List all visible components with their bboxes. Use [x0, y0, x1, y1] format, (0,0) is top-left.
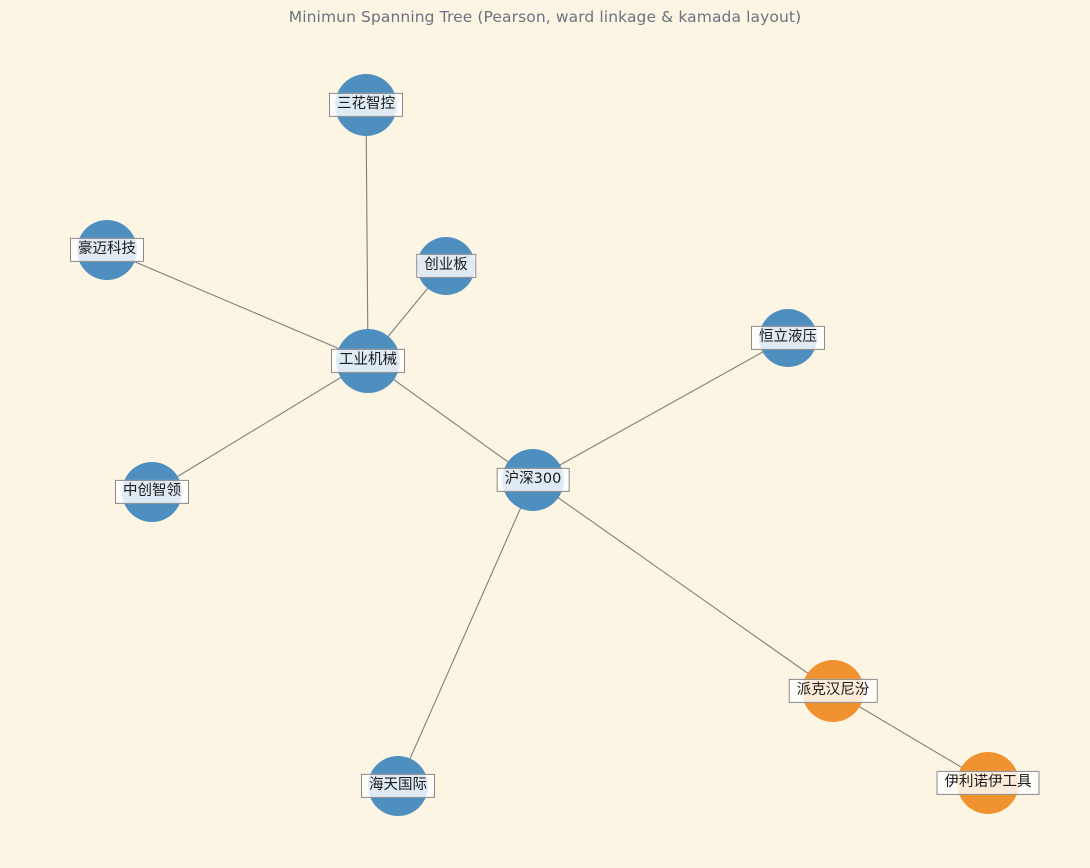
graph-edge: [532, 337, 789, 481]
graph-edge: [532, 479, 834, 692]
graph-node-label: 工业机械: [331, 348, 405, 374]
graph-node-label: 派克汉尼汾: [788, 678, 878, 704]
graph-edge: [397, 479, 534, 787]
graph-node-label: 豪迈科技: [70, 237, 144, 263]
graph-edge: [365, 104, 369, 362]
chart-title: Minimun Spanning Tree (Pearson, ward lin…: [288, 8, 802, 26]
graph-edge: [106, 249, 369, 362]
graph-nodes-layer: [77, 74, 1019, 816]
graph-node-label: 中创智领: [115, 479, 189, 505]
graph-node-label: 三花智控: [329, 92, 403, 118]
graph-node-label: 沪深300: [496, 467, 570, 493]
graph-node-label: 海天国际: [361, 773, 435, 799]
graph-edge: [151, 360, 369, 493]
graph-node-label: 恒立液压: [751, 325, 825, 351]
graph-node-label: 伊利诺伊工具: [936, 770, 1040, 796]
graph-edge: [367, 360, 534, 481]
graph-node-label: 创业板: [416, 253, 476, 279]
